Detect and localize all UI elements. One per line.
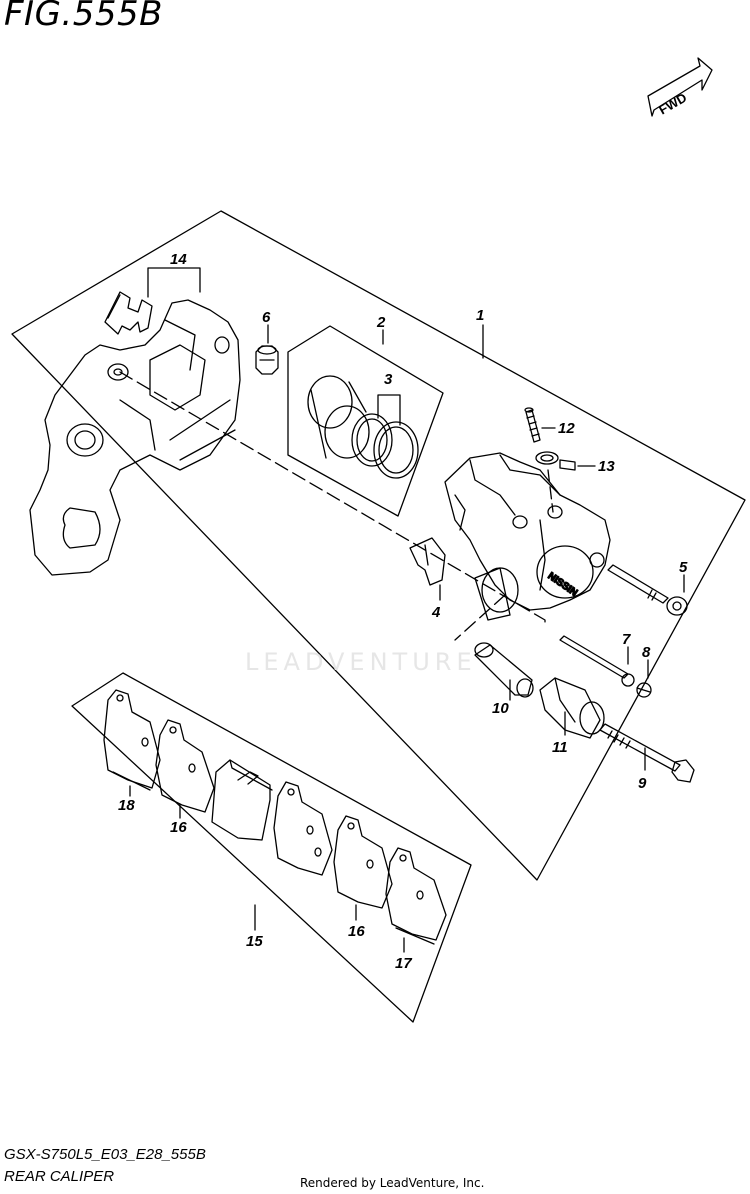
model-code: GSX-S750L5_E03_E28_555B (4, 1146, 206, 1163)
pad-set-box (71, 672, 472, 1023)
callout-4: 4 (431, 604, 441, 621)
callout-10: 10 (492, 700, 509, 717)
callout-7: 7 (622, 631, 631, 648)
sleeve-boot-icon (474, 642, 534, 698)
callout-18: 18 (118, 797, 135, 814)
bleeder-cap-icon (255, 345, 279, 375)
fwd-arrow-icon (647, 57, 713, 117)
callout-16a: 16 (170, 819, 187, 836)
callout-2: 2 (376, 314, 386, 331)
callout-6: 6 (262, 309, 271, 326)
render-credit: Rendered by LeadVenture, Inc. (300, 1176, 485, 1190)
brake-pad-16b-icon (333, 815, 393, 909)
piston-group-box (287, 325, 444, 517)
figure-title: FIG.555B (4, 0, 163, 34)
brake-pad-right-icon (273, 781, 333, 876)
callout-16b: 16 (348, 923, 365, 940)
sleeve-icon (474, 567, 519, 621)
figure-caption: REAR CALIPER (4, 1168, 115, 1185)
bleeder-screw-icon (524, 407, 541, 443)
dust-boot-icon (539, 677, 605, 739)
callout-12: 12 (558, 420, 575, 437)
brake-pad-16a-icon (155, 719, 215, 813)
mounting-bolt-icon (599, 723, 695, 783)
pad-retainer-icon (409, 537, 446, 586)
brake-pad-18-icon (103, 689, 161, 791)
alignment-line-3 (547, 469, 554, 513)
plug-icon (636, 682, 652, 698)
callout-13: 13 (598, 458, 615, 475)
brake-pad-center-icon (211, 759, 273, 841)
callout-1: 1 (476, 307, 484, 324)
caliper-body-icon (444, 452, 611, 611)
pin-7-icon (559, 635, 635, 687)
callout-17: 17 (395, 955, 412, 972)
leader-14 (147, 267, 201, 298)
leader-3 (377, 394, 401, 426)
piston-seal-icon (351, 413, 419, 479)
callout-9: 9 (638, 775, 647, 792)
piston-icon (307, 375, 370, 459)
callout-8: 8 (642, 644, 651, 661)
alignment-line-1 (119, 371, 546, 626)
callout-5: 5 (679, 559, 688, 576)
assembly-outline (11, 210, 746, 881)
caliper-bracket-icon (29, 299, 241, 576)
callout-14: 14 (170, 251, 187, 268)
callout-3: 3 (384, 371, 393, 388)
slide-pin-icon (607, 564, 688, 616)
banjo-bolt-icon (535, 451, 576, 471)
callout-15: 15 (246, 933, 263, 950)
alignment-line-2 (454, 594, 506, 641)
pad-spring-icon (104, 291, 153, 335)
brake-pad-17-icon (385, 847, 447, 945)
watermark: LEADVENTURE (245, 648, 477, 676)
fwd-label: FWD (656, 90, 689, 118)
callout-11: 11 (552, 739, 568, 756)
